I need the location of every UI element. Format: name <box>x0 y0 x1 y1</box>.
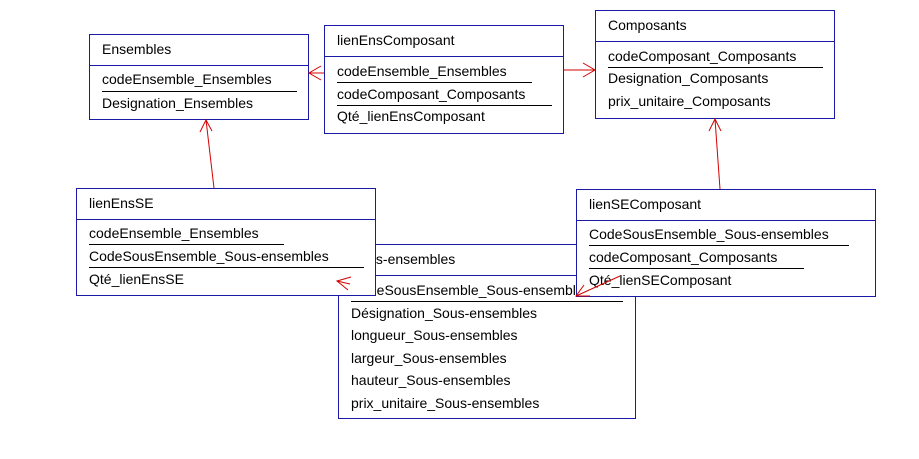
entity-lien-ens-se[interactable]: lienEnsSE codeEnsemble_Ensembles CodeSou… <box>76 188 376 296</box>
attribute-code-sous-ensemble: CodeSousEnsemble_Sous-ensembles <box>351 282 591 298</box>
attribute-qte: Qté_lienEnsSE <box>89 271 184 287</box>
entity-divider <box>577 220 875 221</box>
link-lien-ens-composant-to-ensembles <box>308 65 324 81</box>
entity-divider <box>77 219 375 220</box>
attribute-code-composant: codeComposant_Composants <box>608 48 797 64</box>
attribute-designation: Désignation_Sous-ensembles <box>351 305 537 321</box>
primary-key-underline <box>351 301 623 302</box>
attribute-longueur: longueur_Sous-ensembles <box>351 327 518 343</box>
entity-divider <box>325 56 563 57</box>
entity-divider <box>90 65 308 66</box>
primary-key-underline <box>89 267 364 268</box>
attribute-largeur: largeur_Sous-ensembles <box>351 350 507 366</box>
primary-key-underline <box>589 245 849 246</box>
link-lien-ens-composant-to-composants <box>564 62 596 78</box>
attribute-code-ensemble: codeEnsemble_Ensembles <box>89 225 259 241</box>
primary-key-underline <box>589 268 804 269</box>
link-lien-ens-se-to-ensembles <box>199 118 215 189</box>
link-lien-se-composant-to-sous-ensembles <box>575 275 621 297</box>
entity-title: Sous-ensembles <box>351 251 456 267</box>
primary-key-underline <box>102 91 297 92</box>
entity-title: Composants <box>608 17 687 33</box>
primary-key-underline <box>337 105 552 106</box>
entity-lien-ens-composant[interactable]: lienEnsComposant codeEnsemble_Ensembles … <box>324 25 564 134</box>
attribute-code-composant: codeComposant_Composants <box>337 86 526 102</box>
attribute-designation: Designation_Ensembles <box>102 95 253 111</box>
attribute-code-sous-ensemble: CodeSousEnsemble_Sous-ensembles <box>89 248 329 264</box>
entity-title: lienEnsSE <box>89 195 154 211</box>
primary-key-underline <box>337 82 532 83</box>
attribute-prix-unitaire: prix_unitaire_Composants <box>608 93 771 109</box>
attribute-code-ensemble: codeEnsemble_Ensembles <box>102 71 272 87</box>
attribute-qte: Qté_lienEnsComposant <box>337 108 485 124</box>
attribute-code-sous-ensemble: CodeSousEnsemble_Sous-ensembles <box>589 226 829 242</box>
attribute-designation: Designation_Composants <box>608 70 769 86</box>
entity-composants[interactable]: Composants codeComposant_Composants Desi… <box>595 10 835 119</box>
primary-key-underline <box>608 67 823 68</box>
entity-divider <box>596 41 834 42</box>
entity-divider <box>339 275 635 276</box>
entity-title: Ensembles <box>102 41 172 57</box>
entity-title: lienEnsComposant <box>337 32 455 48</box>
link-lien-ens-se-to-sous-ensembles <box>335 276 352 291</box>
entity-lien-se-composant[interactable]: lienSEComposant CodeSousEnsemble_Sous-en… <box>576 189 876 297</box>
attribute-code-composant: codeComposant_Composants <box>589 249 778 265</box>
entity-ensembles[interactable]: Ensembles codeEnsemble_Ensembles Designa… <box>89 34 309 120</box>
attribute-qte: Qté_lienSEComposant <box>589 272 732 288</box>
link-lien-se-composant-to-composants <box>708 117 722 190</box>
attribute-prix-unitaire: prix_unitaire_Sous-ensembles <box>351 395 540 411</box>
attribute-hauteur: hauteur_Sous-ensembles <box>351 372 511 388</box>
primary-key-underline <box>89 244 284 245</box>
entity-title: lienSEComposant <box>589 196 702 212</box>
attribute-code-ensemble: codeEnsemble_Ensembles <box>337 63 507 79</box>
